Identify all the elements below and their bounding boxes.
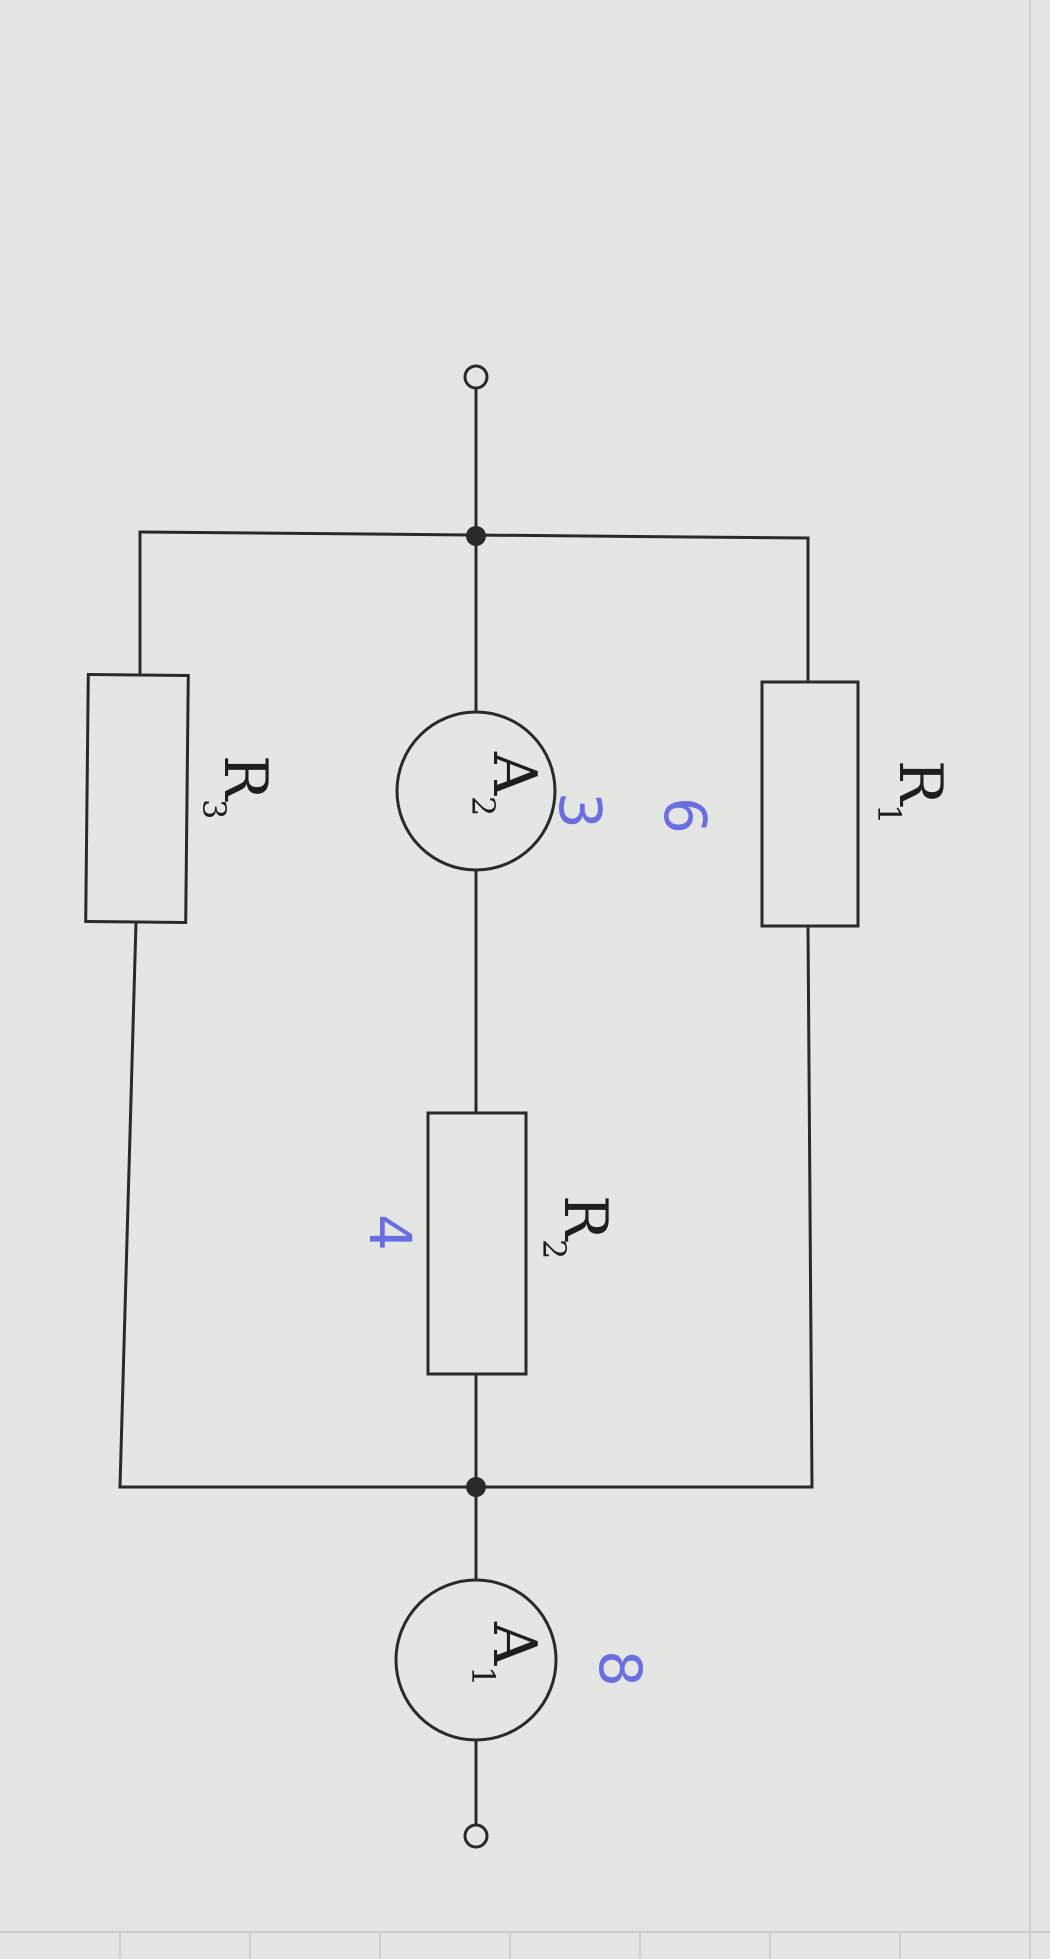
label-r3-letter: R xyxy=(210,755,280,802)
ammeter-a1 xyxy=(394,1578,558,1742)
label-a2-subscript: 2 xyxy=(464,796,502,816)
label-a2: A 2 xyxy=(464,751,549,816)
resistor-r2 xyxy=(426,1111,528,1376)
junction-top xyxy=(466,526,486,546)
label-r1-subscript: 1 xyxy=(870,804,908,824)
wires xyxy=(118,386,814,1827)
note-near-a2-first: 3 xyxy=(546,792,614,829)
ammeter-a2 xyxy=(395,710,557,872)
label-r2-letter: R xyxy=(550,1195,620,1242)
note-near-a1: 8 xyxy=(586,1650,654,1687)
label-r2: R 2 xyxy=(535,1195,620,1259)
label-a1: A 1 xyxy=(464,1621,549,1686)
wire-left-lower xyxy=(118,920,138,1489)
note-near-a2-second: 6 xyxy=(651,797,719,834)
handwritten-notes: 3 6 4 8 xyxy=(356,792,719,1687)
label-r1: R 1 xyxy=(870,760,955,824)
label-r3-subscript: 3 xyxy=(195,799,233,819)
label-r3: R 3 xyxy=(195,755,280,819)
terminal-bottom xyxy=(463,1823,489,1849)
label-a1-letter: A xyxy=(479,1621,549,1666)
resistor-r3 xyxy=(84,672,190,925)
terminal-top xyxy=(463,364,489,390)
note-near-r2: 4 xyxy=(356,1214,424,1251)
label-a1-subscript: 1 xyxy=(464,1666,502,1686)
junction-bottom xyxy=(466,1477,486,1497)
label-r1-letter: R xyxy=(885,760,955,807)
label-a2-letter: A xyxy=(479,751,549,796)
label-r2-subscript: 2 xyxy=(535,1239,573,1259)
wire-right-lower xyxy=(806,924,814,1489)
resistor-r1 xyxy=(760,680,860,928)
